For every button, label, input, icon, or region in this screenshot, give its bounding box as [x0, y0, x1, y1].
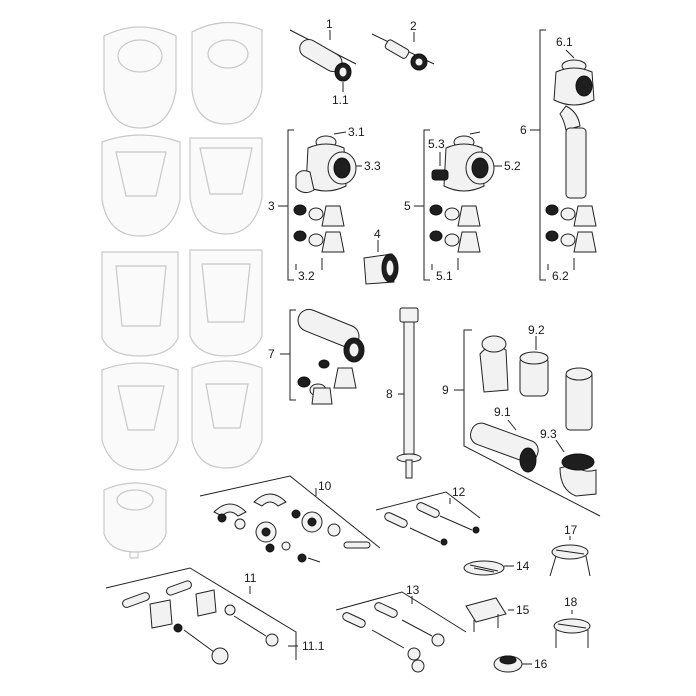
- callout-14: 14: [516, 559, 530, 573]
- callout-5: 5: [404, 199, 411, 213]
- callout-5-1: 5.1: [436, 269, 453, 283]
- callout-9-1: 9.1: [494, 405, 511, 419]
- urinal-4b: [191, 360, 263, 469]
- callout-15: 15: [516, 603, 530, 617]
- urinal-2a: [101, 134, 181, 237]
- callout-3-3: 3.3: [364, 159, 381, 173]
- urinal-4a: [101, 362, 179, 471]
- callout-6-2: 6.2: [552, 269, 569, 283]
- part-12-fixing-set: 12: [375, 485, 481, 546]
- urinal-3a: [101, 251, 179, 357]
- part-10-fastening-set: 10: [199, 475, 381, 563]
- part-3-siphon-set: 3 3.1 3.3 3.2: [268, 125, 381, 283]
- urinal-3b: [189, 249, 263, 357]
- callout-6-1: 6.1: [556, 35, 573, 49]
- part-15-strainer: 15: [465, 597, 530, 632]
- part-1-pipe-assembly: 1 1.1: [289, 17, 357, 107]
- callout-18: 18: [564, 595, 578, 609]
- callout-2: 2: [410, 19, 417, 33]
- callout-6: 6: [520, 123, 527, 137]
- callout-4: 4: [374, 227, 381, 241]
- part-11-fastening-set: 11 11.1: [105, 567, 325, 665]
- urinal-outlines: [101, 21, 263, 559]
- callout-5-3: 5.3: [428, 137, 445, 151]
- callout-12: 12: [452, 485, 466, 499]
- part-18-strainer: 18: [553, 595, 591, 648]
- part-6-siphon-tube: 6 6.1 6.2: [520, 29, 597, 283]
- callout-10: 10: [318, 479, 332, 493]
- callout-5-2: 5.2: [504, 159, 521, 173]
- callout-9-3: 9.3: [540, 427, 557, 441]
- callout-13: 13: [406, 583, 420, 597]
- callout-3-2: 3.2: [298, 269, 315, 283]
- callout-11-1: 11.1: [302, 639, 325, 653]
- callout-3: 3: [268, 199, 275, 213]
- urinal-5: [103, 482, 167, 559]
- callout-7: 7: [268, 347, 275, 361]
- callout-16: 16: [534, 657, 548, 671]
- urinal-1a: [103, 26, 177, 129]
- callout-17: 17: [564, 523, 578, 537]
- part-17-strainer: 17: [549, 523, 591, 577]
- part-7-outlet-pipe-set: 7: [268, 308, 365, 405]
- callout-9-2: 9.2: [528, 323, 545, 337]
- callout-3-1: 3.1: [348, 125, 365, 139]
- part-13-fixing-set: 13: [335, 583, 467, 673]
- callout-1: 1: [326, 17, 333, 31]
- urinal-2b: [189, 137, 263, 235]
- callout-1-1: 1.1: [332, 93, 349, 107]
- part-16-plug: 16: [493, 655, 548, 673]
- callout-9: 9: [442, 383, 449, 397]
- part-4-sleeve: 4: [363, 227, 399, 285]
- part-8-riser-pipe: 8: [386, 307, 422, 479]
- urinal-1b: [191, 21, 263, 125]
- part-5-siphon-set: 5 5.3 5.2 5.1: [404, 129, 521, 283]
- part-2-connector: 2: [371, 19, 435, 71]
- callout-11: 11: [244, 571, 257, 585]
- part-9-fittings-set: 9 9.2 9.1 9.3: [442, 323, 601, 517]
- callout-8: 8: [386, 387, 393, 401]
- part-14-grate: 14: [463, 559, 530, 576]
